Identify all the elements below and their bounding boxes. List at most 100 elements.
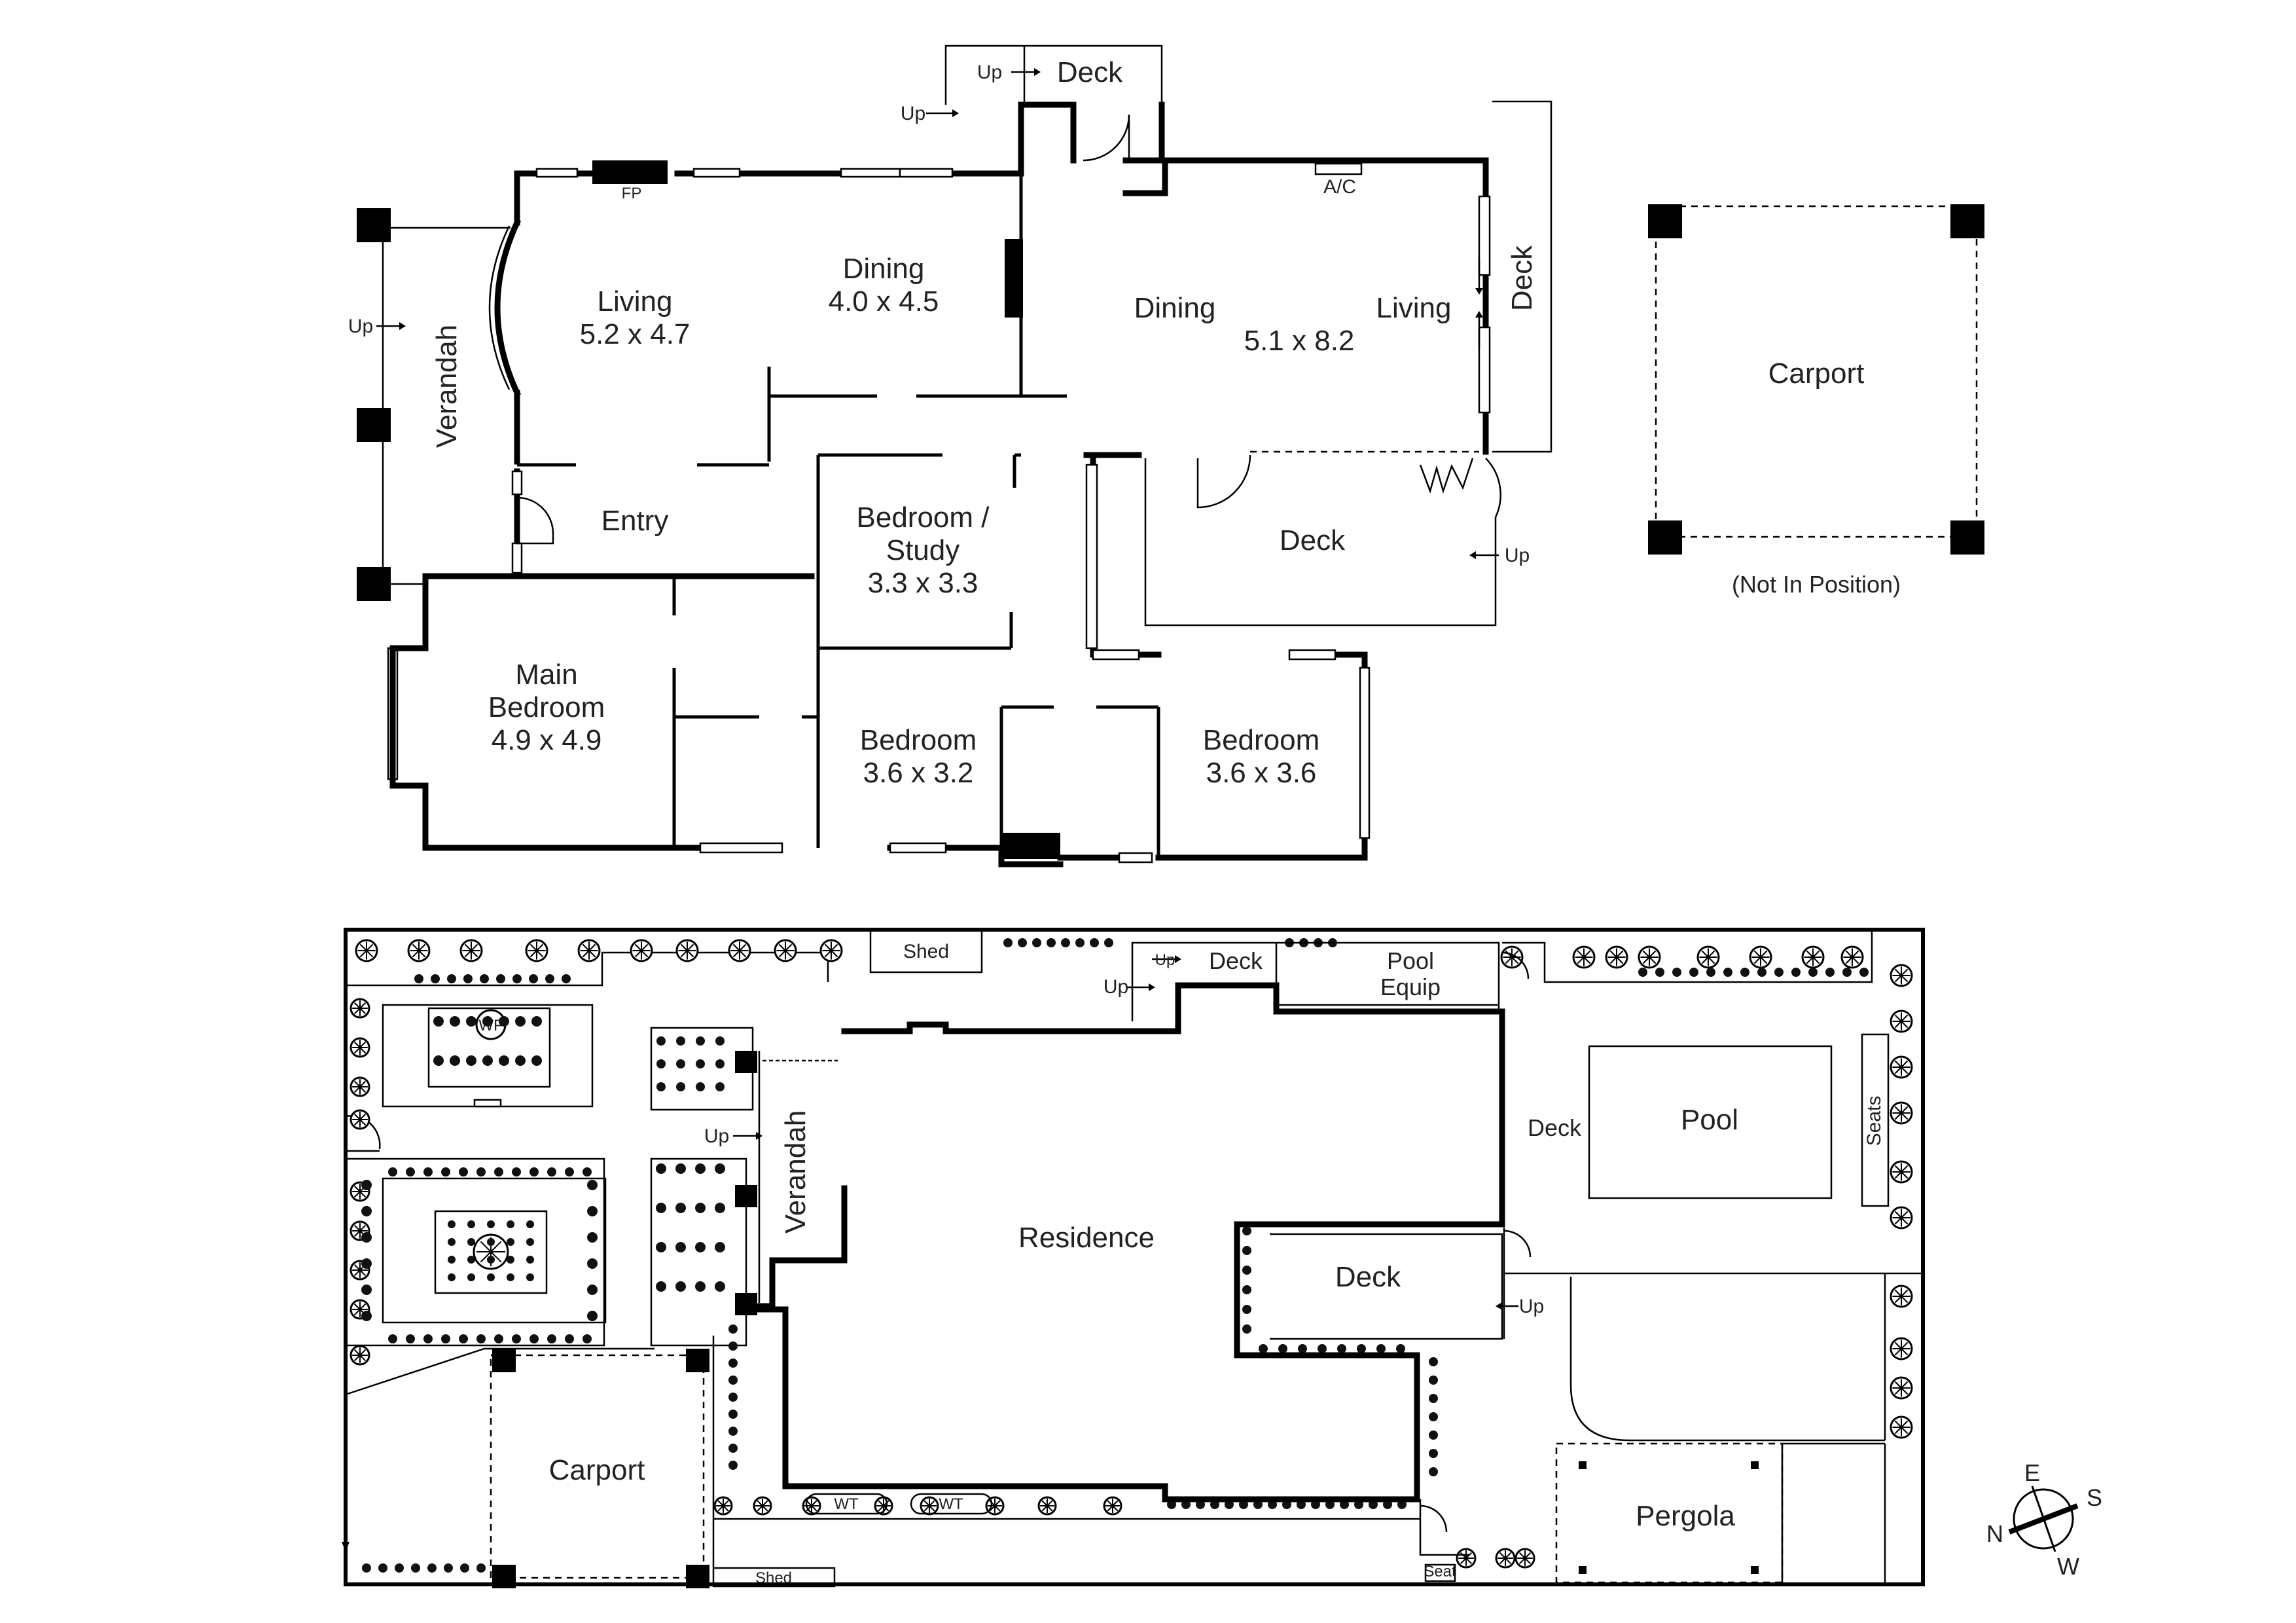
tree-icon (1638, 945, 1661, 969)
shrub-icon (676, 1036, 685, 1046)
shrub-icon (656, 1036, 666, 1046)
tree-icon (1103, 1496, 1122, 1516)
shrub-icon (411, 1563, 420, 1573)
fireplace (592, 160, 668, 184)
tree-icon (473, 1233, 509, 1270)
pool-label: Pool (1681, 1104, 1738, 1136)
shrub-icon (1242, 1324, 1251, 1334)
tree-icon (1749, 945, 1772, 969)
compass-e: E (2024, 1459, 2040, 1486)
shrub-icon (728, 1359, 738, 1368)
shrub-icon (1242, 1305, 1251, 1314)
shrub-icon (487, 1238, 495, 1246)
dining-room-size: 4.0 x 4.5 (829, 285, 939, 318)
tree-icon (350, 998, 370, 1019)
shrub-icon (728, 1393, 738, 1402)
shrub-icon (361, 1285, 372, 1295)
shrub-icon (715, 1059, 725, 1068)
tree-icon (1890, 1160, 1913, 1184)
carport-note: (Not In Position) (1732, 571, 1901, 598)
tree-icon (1572, 945, 1596, 969)
compass: E S N W (1986, 1459, 2102, 1580)
main-bedroom-name-1: Main (515, 659, 577, 691)
shrub-icon (515, 1016, 526, 1027)
shrub-icon (1689, 968, 1698, 977)
tree-icon (753, 1496, 772, 1516)
tree-icon (1890, 1337, 1913, 1360)
shrub-icon (715, 1036, 725, 1046)
carport-plan: Carport (Not In Position) (1648, 204, 1984, 598)
shrub-icon (361, 1311, 372, 1321)
site-verandah-label: Verandah (780, 1110, 812, 1233)
shrub-icon (459, 1167, 468, 1176)
shrub-icon (1429, 1394, 1438, 1403)
shrub-icon (675, 1163, 686, 1174)
shrub-icon (1242, 1246, 1251, 1255)
shrub-icon (562, 974, 571, 983)
up-label-verandah: Up (348, 316, 373, 337)
house-room-labels: Living 5.2 x 4.7 Dining 4.0 x 4.5 Dining… (431, 56, 1538, 789)
tree-icon (407, 939, 431, 962)
trees (350, 939, 1913, 1569)
shrub-icon (507, 1273, 514, 1281)
shrub-icon (529, 1167, 539, 1176)
shrub-icon (1259, 1344, 1268, 1353)
shrub-icon (587, 1258, 598, 1269)
shed-top-label: Shed (903, 941, 949, 962)
shrub-icon (1318, 1344, 1327, 1353)
shrub-icon (487, 1256, 495, 1264)
shrub-icon (1429, 1467, 1438, 1476)
shrub-icon (1791, 968, 1801, 977)
seat-label: Seat (1424, 1563, 1456, 1580)
shrub-icon (441, 1167, 450, 1176)
shrub-icon (1842, 968, 1852, 977)
shrub-icon (433, 1055, 444, 1066)
bedroom-3-name: Bedroom (1203, 724, 1320, 756)
fireplace-label: FP (622, 185, 642, 202)
tree-icon (1037, 1496, 1057, 1516)
tree-icon (713, 1496, 733, 1516)
water-tank-1-label: WT (834, 1495, 859, 1513)
tree-icon (1840, 945, 1864, 969)
rear-dining-name: Dining (1134, 292, 1216, 324)
shrub-icon (1740, 968, 1749, 977)
house-floor-plan: FP A/C (348, 45, 1552, 867)
bedroom-study-name-1: Bedroom / (857, 501, 990, 534)
shrub-icon (515, 1055, 526, 1066)
shrub-icon (728, 1427, 738, 1436)
shrub-icon (487, 1220, 495, 1228)
shrub-icon (1808, 968, 1818, 977)
shrub-icon (414, 974, 423, 983)
shrub-icon (1032, 938, 1041, 947)
mid-deck-label: Deck (1335, 1261, 1401, 1293)
shrub-icon (361, 1232, 372, 1243)
shrub-icon (715, 1203, 725, 1213)
shrub-icon (507, 1256, 514, 1264)
shrub-icon (423, 1167, 433, 1176)
shed-bottom-label: Shed (755, 1569, 792, 1587)
main-bedroom-size: 4.9 x 4.9 (492, 724, 602, 756)
tree-icon (630, 939, 653, 962)
shrub-icon (499, 1055, 509, 1066)
tree-icon (1890, 1285, 1913, 1308)
shrub-icon (1061, 938, 1070, 947)
shrub-icon (728, 1376, 738, 1385)
shrub-icon (695, 1163, 706, 1174)
site-up-deck-2: Up (1103, 976, 1128, 998)
shrub-icon (696, 1036, 705, 1046)
shrub-icon (675, 1242, 686, 1252)
shrub-icon (361, 1258, 372, 1269)
shrub-icon (656, 1281, 666, 1292)
tree-icon (675, 939, 699, 962)
shrub-icon (529, 1334, 539, 1343)
residence-outline: Residence (743, 982, 1505, 1503)
tree-icon (1801, 945, 1825, 969)
pool-equip-label-1: Pool (1387, 947, 1434, 974)
shrub-icon (1376, 1344, 1386, 1353)
tree-icon (1500, 945, 1524, 969)
carport-name: Carport (1768, 357, 1865, 390)
shrub-icon (565, 1167, 574, 1176)
dining-room-name: Dining (843, 253, 925, 285)
shrub-icon (587, 1232, 598, 1243)
